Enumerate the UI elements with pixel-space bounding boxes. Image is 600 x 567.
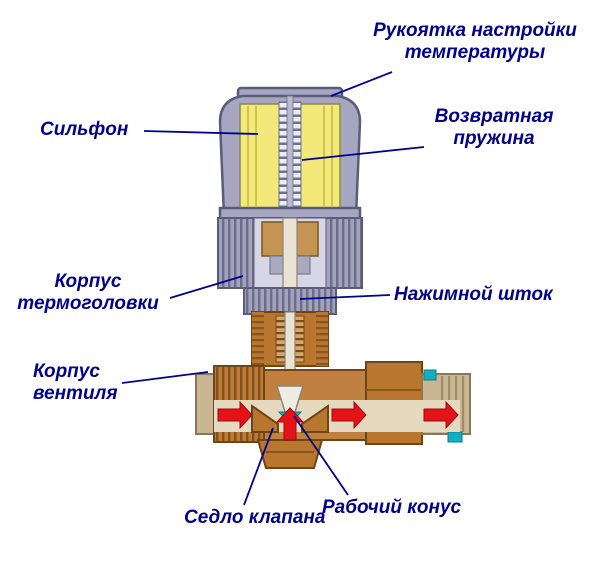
bonnet-rib-right <box>316 312 328 366</box>
leader-valve-seat <box>243 427 274 506</box>
spindle <box>286 95 294 213</box>
teal-seal-top <box>423 369 437 381</box>
seat-wedge-right <box>301 404 329 433</box>
flow-arrow-up <box>275 407 305 441</box>
leader-return-spring <box>301 146 425 161</box>
thermo-head-body <box>217 217 363 315</box>
leader-head-body <box>169 275 244 299</box>
label-valve-body: Корпус вентиля <box>33 361 118 406</box>
label-push-rod-line1: Нажимной шток <box>394 284 553 305</box>
thermo-head-cap <box>218 86 362 222</box>
pipe-left-endcap <box>195 373 215 435</box>
bonnet-rib-left <box>252 312 264 366</box>
valve-bonnet <box>251 311 329 389</box>
label-return-spring: Возвратная пружина <box>424 106 564 151</box>
label-valve-body-line1: Корпус <box>33 361 100 382</box>
label-valve-body-line2: вентиля <box>33 383 118 405</box>
label-working-cone: Рабочий конус <box>322 497 461 519</box>
label-working-cone-line1: Рабочий конус <box>322 497 462 518</box>
label-head-body-line1: Корпус <box>54 271 122 292</box>
label-return-spring-line1: Возвратная <box>434 106 554 127</box>
flow-arrows <box>217 400 459 441</box>
label-handle-line1: Рукоятка настройки <box>373 20 577 41</box>
label-bellows: Сильфон <box>40 119 128 141</box>
teal-seal-bottom <box>447 431 463 443</box>
bottom-plug <box>256 439 324 469</box>
label-handle: Рукоятка настройки температуры <box>352 20 598 65</box>
leader-lines <box>121 71 425 506</box>
label-push-rod: Нажимной шток <box>394 284 553 306</box>
flow-arrow-left <box>217 400 253 430</box>
flow-arrow-right <box>423 400 459 430</box>
leader-bellows <box>143 130 259 135</box>
leader-working-cone <box>293 415 349 496</box>
head-collar-nut <box>243 287 337 315</box>
label-return-spring-line2: пружина <box>453 128 535 150</box>
flow-arrow-mid <box>331 400 367 430</box>
label-head-body: Корпус термоголовки <box>8 271 168 316</box>
label-bellows-line1: Сильфон <box>40 119 129 140</box>
label-handle-line2: температуры <box>404 42 546 64</box>
leader-valve-body <box>121 371 209 384</box>
leader-handle <box>330 71 393 97</box>
label-valve-seat: Седло клапана <box>184 507 325 529</box>
label-head-body-line2: термоголовки <box>17 293 159 315</box>
label-valve-seat-line1: Седло клапана <box>184 507 326 528</box>
leader-push-rod <box>299 294 391 300</box>
